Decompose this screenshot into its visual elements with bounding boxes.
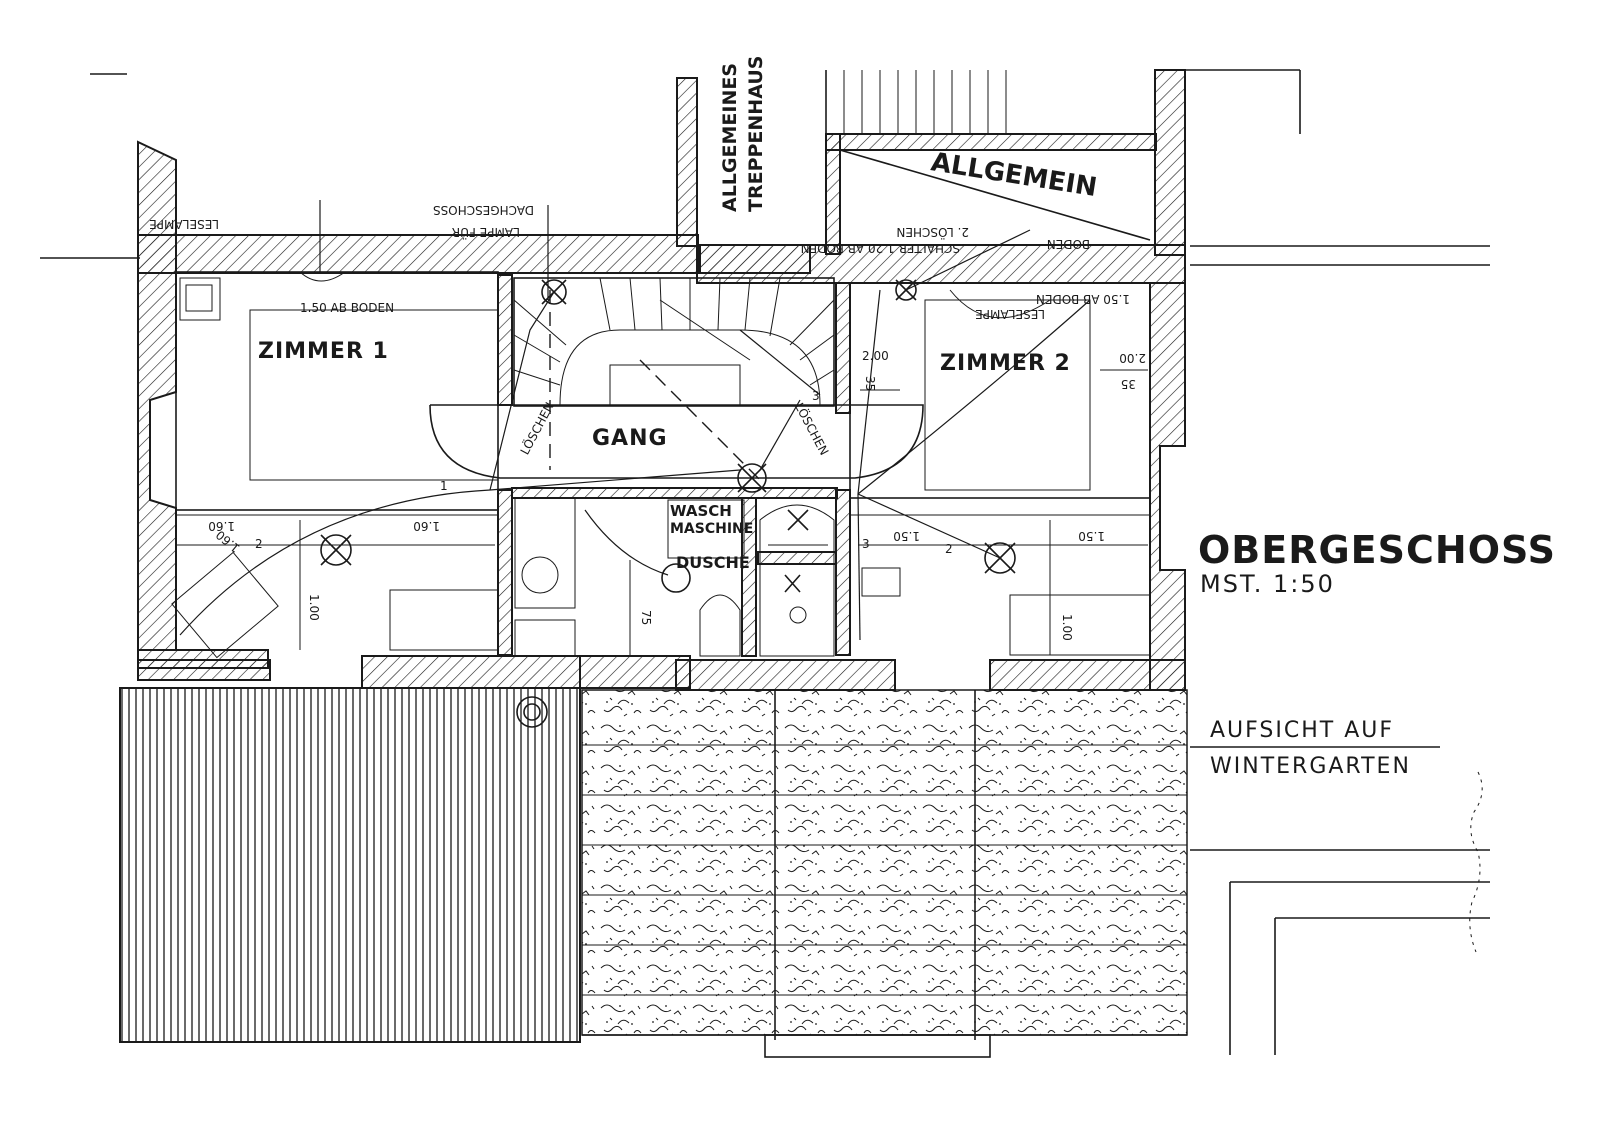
note-leselampe-1: LESELAMPE <box>149 217 219 231</box>
dim-7: 35 <box>863 376 877 391</box>
note-lampe-fuer: LAMPE FÜR <box>452 225 520 241</box>
room-label-zimmer1: ZIMMER 1 <box>258 339 389 364</box>
dim-10: 1.50 <box>1078 529 1105 543</box>
dimension-labels: 1.60 1.60 1.60 1.00 2.00 2.00 35 35 1.50… <box>208 349 1146 641</box>
allgemein-label: ALLGEMEIN <box>929 147 1099 203</box>
dim-13: 2 <box>255 537 263 551</box>
note-dachgeschoss: DACHGESCHOSS <box>433 203 534 217</box>
room-label-gang: GANG <box>592 426 668 451</box>
floor-title: OBERGESCHOSS <box>1198 528 1556 572</box>
corridor <box>429 290 924 481</box>
titles: OBERGESCHOSS MST. 1:50 AUFSICHT AUF WINT… <box>1190 528 1556 779</box>
ceiling-light-bath <box>661 563 691 593</box>
light-fixtures <box>299 271 1051 593</box>
dim-2: 1.60 <box>413 519 440 533</box>
dim-5: 2.00 <box>862 349 889 363</box>
dim-4: 1.00 <box>307 594 321 621</box>
room-label-wasch: WASCH <box>670 502 732 520</box>
dim-1: 1.60 <box>208 519 235 533</box>
note-boden-150: 1.50 AB BODEN <box>300 301 394 315</box>
stair-label-2: TREPPENHAUS <box>745 56 767 212</box>
note-schalter: SCHALTER 1.20 AB BODEN <box>801 241 960 255</box>
room-label-dusche: DUSCHE <box>676 553 750 572</box>
dim-16: 3 <box>812 389 820 403</box>
view-label-2: WINTERGARTEN <box>1210 754 1411 779</box>
dim-11: 1.00 <box>1060 614 1074 641</box>
walls <box>137 140 1186 691</box>
room-labels: ZIMMER 1 ZIMMER 2 GANG WASCH MASCHINE DU… <box>258 339 1071 572</box>
dim-9: 1.50 <box>893 529 920 543</box>
note-boden-top: BODEN <box>1047 237 1090 251</box>
note-loeschen-right: LÖSCHEN <box>792 399 833 457</box>
view-label-1: AUFSICHT AUF <box>1210 718 1394 743</box>
dim-8: 35 <box>1121 377 1136 391</box>
note-loeschen-left: LÖSCHEN <box>516 399 557 457</box>
room-label-zimmer2: ZIMMER 2 <box>940 351 1071 376</box>
dim-17: 1 <box>440 479 448 493</box>
dimension-lines <box>176 369 1148 656</box>
context-lines <box>40 73 1490 1055</box>
hall-stairs <box>513 277 835 407</box>
stair-label-1: ALLGEMEINES <box>719 63 741 212</box>
note-loeschen: 2. LÖSCHEN <box>896 225 969 241</box>
dim-6: 2.00 <box>1119 351 1146 365</box>
upper-stair-area: ALLGEMEIN ALLGEMEINES TREPPENHAUS <box>676 56 1301 256</box>
scale-label: MST. 1:50 <box>1200 570 1335 598</box>
dim-14: 2 <box>945 542 953 556</box>
ceiling-light-gang <box>737 463 767 493</box>
dim-12: 75 <box>639 610 653 625</box>
room-label-maschine: MASCHINE <box>670 521 753 537</box>
note-leselampe-2: LESELAMPE <box>975 307 1045 321</box>
wintergarten <box>119 687 1188 1058</box>
wiring <box>179 200 1091 641</box>
ceiling-light-zimmer1 <box>320 534 352 566</box>
note-rechts-boden: 1.50 AB BODEN <box>1036 292 1130 306</box>
furniture <box>171 271 1151 659</box>
dim-15: 3 <box>862 537 870 551</box>
